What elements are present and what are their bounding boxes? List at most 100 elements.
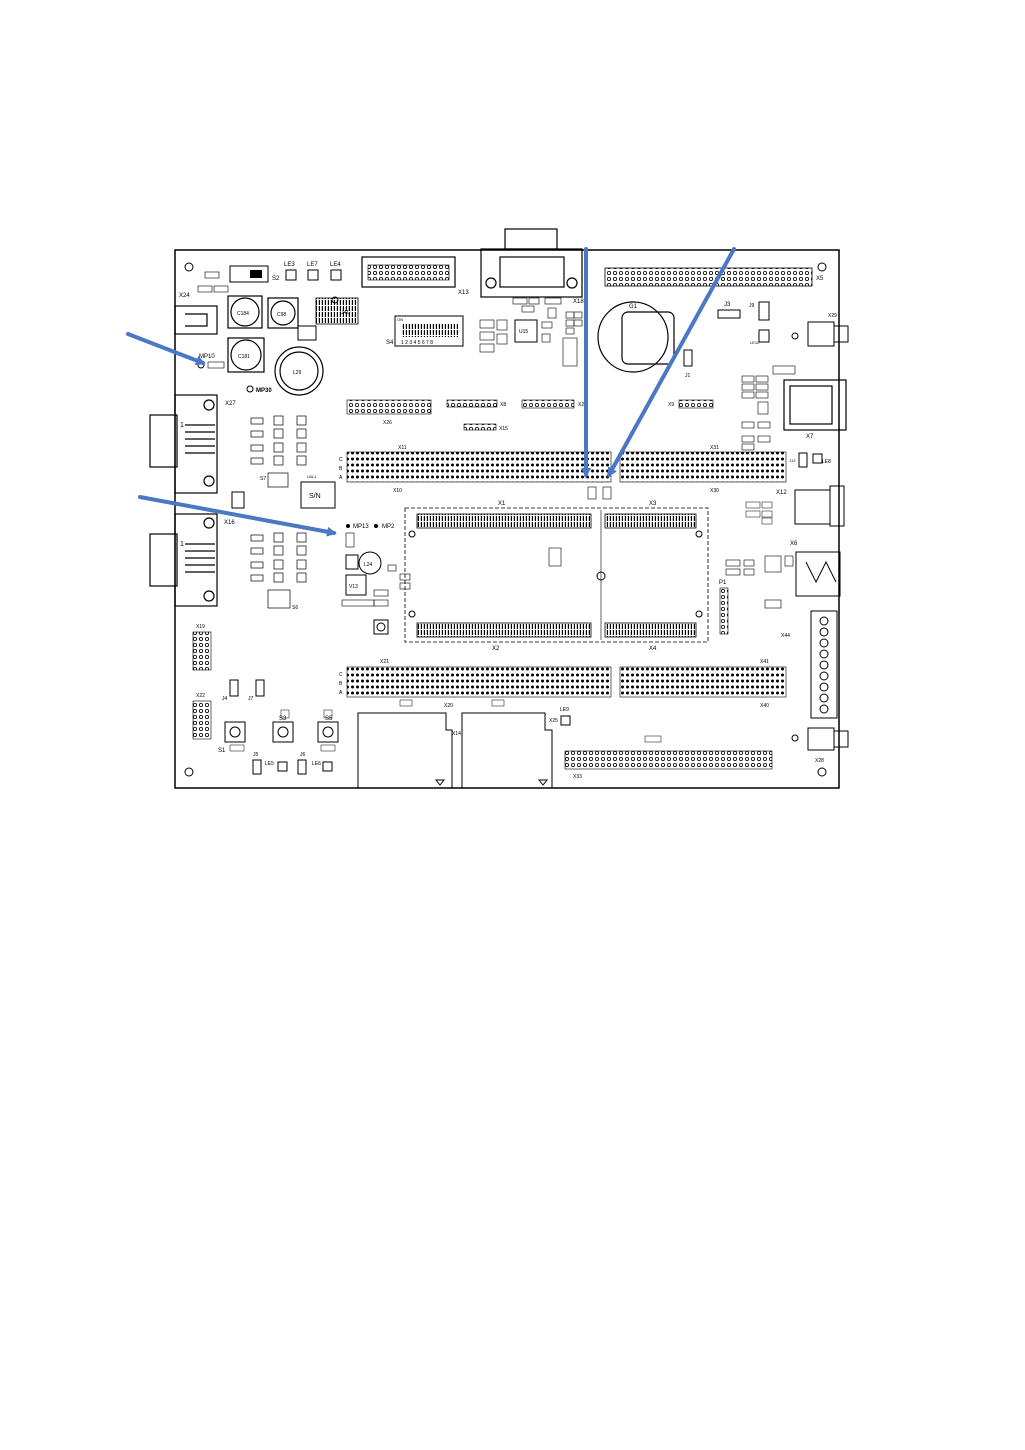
j7-jumper (255, 679, 265, 697)
label-le6: LE6 (312, 761, 321, 767)
label-j7: J7 (248, 696, 254, 702)
j6-jumper (297, 759, 307, 775)
u15-chip (514, 319, 538, 343)
label-le10: LE10 (750, 340, 760, 345)
x15-header (463, 423, 497, 431)
label-p1: P1 (719, 580, 727, 586)
x26-header (346, 399, 432, 415)
label-x24: X24 (179, 293, 190, 299)
label-le9: LE9 (560, 707, 569, 713)
x31-x30-header (619, 451, 787, 483)
v13-regulator (345, 574, 367, 596)
arrow-to-x30-pin (607, 247, 736, 478)
small-smd-parts (479, 297, 583, 367)
x4-connector (604, 622, 697, 638)
label-x2: X2 (578, 402, 584, 408)
label-x31: X31 (710, 445, 719, 451)
label-c181: C181 (238, 354, 250, 360)
label-x10: X10 (393, 488, 402, 494)
led-array-upper (250, 415, 307, 488)
x14-card-slot (357, 712, 453, 788)
le9-led (560, 715, 571, 726)
svg-text:C: C (339, 457, 343, 463)
label-j13: J13 (789, 458, 796, 463)
label-x15: X15 (499, 426, 508, 432)
label-x21: X21 (380, 659, 389, 665)
capacitor-c181 (227, 337, 265, 373)
svg-text:C: C (339, 672, 343, 678)
svg-text:B: B (339, 466, 343, 472)
label-u41: U41 (340, 310, 349, 316)
label-x28: X28 (815, 758, 824, 764)
button-s1 (224, 721, 246, 743)
le5-led (277, 761, 288, 772)
label-x6: X6 (790, 541, 798, 547)
le6-led (322, 761, 333, 772)
label-x41: X41 (760, 659, 769, 665)
j5-jumper (252, 759, 262, 775)
label-s1: S1 (218, 748, 226, 754)
label-x1: X1 (498, 501, 506, 507)
x25-card-slot (461, 712, 553, 788)
x1-connector (416, 513, 592, 529)
x27-dsub-connector (149, 394, 218, 494)
label-c98: C98 (277, 312, 286, 318)
label-j3: J3 (724, 302, 731, 308)
label-j1: J1 (685, 373, 691, 379)
label-x25: X25 (549, 718, 558, 724)
x7-ethernet (783, 379, 847, 431)
x16-dsub-connector (149, 513, 218, 607)
label-x3: X3 (649, 501, 657, 507)
label-dip-numbers: 1 2 3 4 5 6 7 8 (401, 340, 433, 346)
x22-header (192, 700, 212, 740)
label-x2b: X2 (492, 646, 500, 652)
inductor-l29 (274, 346, 324, 396)
module-socket-area (404, 507, 709, 643)
j13-jumper (798, 452, 808, 468)
label-j4: J4 (222, 696, 228, 702)
label-l24: L24 (364, 562, 373, 568)
label-mp13: MP13 (353, 524, 369, 530)
label-le8: LE8 (822, 459, 831, 465)
serial-number-box (300, 481, 336, 509)
label-s5: S5 (325, 716, 333, 722)
row-letters-upper: CBA (339, 457, 343, 481)
x6-usb-connector (795, 551, 841, 597)
label-u15: U15 (519, 329, 528, 335)
x28-sma-connector (791, 727, 849, 751)
button-s3 (272, 721, 294, 743)
le8-led (812, 453, 823, 464)
x8-header (446, 399, 498, 408)
label-le4: LE4 (330, 262, 341, 268)
label-x20: X20 (444, 703, 453, 709)
j4-jumper (229, 679, 239, 697)
arrow-to-mp10 (126, 332, 206, 366)
x18-dsub-connector (480, 228, 583, 298)
label-lbl1: LBL1 (307, 474, 317, 479)
x29-sma-connector (791, 321, 849, 347)
mounting-holes (184, 262, 827, 777)
label-x40: X40 (760, 703, 769, 709)
x33-header (564, 750, 773, 770)
label-x11: X11 (398, 445, 407, 451)
x19-header (192, 631, 212, 671)
label-sn: S/N (309, 493, 321, 500)
label-pin1-x16: 1 (180, 541, 184, 548)
label-s4: S4 (386, 340, 394, 346)
label-x12: X12 (776, 490, 787, 496)
label-x7: X7 (806, 434, 814, 440)
capacitor-c184 (227, 295, 263, 329)
x2-connector (416, 622, 592, 638)
label-c184: C184 (237, 311, 249, 317)
label-mp2: MP2 (382, 524, 395, 530)
label-x8: X8 (500, 402, 506, 408)
x3-connector (604, 513, 697, 529)
x5-header (604, 267, 813, 287)
x13-header (361, 256, 456, 288)
label-s7: S7 (260, 476, 266, 482)
label-j5: J5 (253, 752, 259, 758)
x41-x40-header (619, 666, 787, 698)
label-x16: X16 (224, 520, 235, 526)
label-x29: X29 (828, 313, 837, 319)
